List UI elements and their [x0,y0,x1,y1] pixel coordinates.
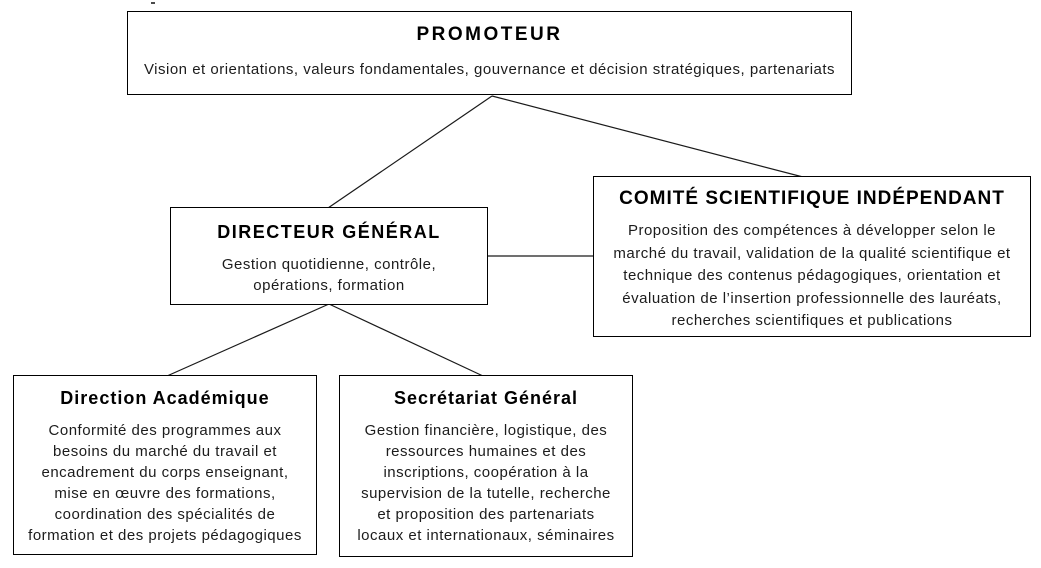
node-secretariat-general-title: Secrétariat Général [393,388,579,408]
node-comite-scientifique-description: Proposition des compétences à développer… [613,222,1011,329]
node-comite-scientifique-title: COMITÉ SCIENTIFIQUE INDÉPENDANT [619,188,1005,209]
connector-promoter-to-scientific_committee [491,95,804,178]
stray-mark [151,2,155,4]
connector-director_general-to-general_secretariat [328,303,484,377]
node-promoteur-description: Vision et orientations, valeurs fondamen… [143,61,836,78]
connector-director_general-to-academic_direction [166,303,330,377]
node-direction-academique-description: Conformité des programmes aux besoins du… [28,422,302,544]
node-directeur-general-description: Gestion quotidienne, contrôle, opération… [221,256,437,294]
node-secretariat-general: Secrétariat Général Gestion financière, … [339,375,633,557]
node-directeur-general: DIRECTEUR GÉNÉRAL Gestion quotidienne, c… [170,207,488,305]
node-direction-academique-title: Direction Académique [60,388,270,408]
node-comite-scientifique-independant: COMITÉ SCIENTIFIQUE INDÉPENDANT Proposit… [593,176,1031,337]
node-direction-academique: Direction Académique Conformité des prog… [13,375,317,555]
node-promoteur: PROMOTEUR Vision et orientations, valeur… [127,11,852,95]
connector-promoter-to-director_general [327,95,493,209]
node-directeur-general-title: DIRECTEUR GÉNÉRAL [217,222,441,242]
node-secretariat-general-description: Gestion financière, logistique, des ress… [357,422,615,544]
node-promoteur-title: PROMOTEUR [416,24,563,45]
